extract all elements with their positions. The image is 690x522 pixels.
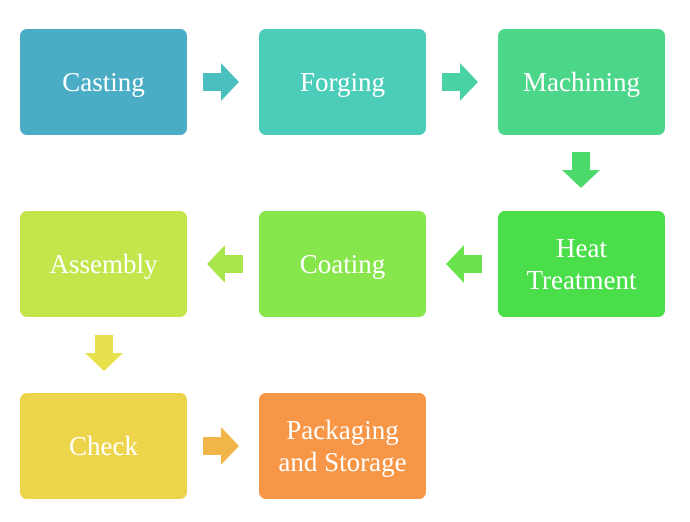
arrow-down-shape <box>562 152 600 188</box>
arrow-left-path <box>207 245 243 283</box>
step-heat-treatment: Heat Treatment <box>498 211 665 317</box>
arrow-left-shape <box>207 245 243 283</box>
step-assembly: Assembly <box>20 211 187 317</box>
arrow-down-shape <box>85 335 123 371</box>
step-label: Forging <box>299 67 386 97</box>
arrow-left-icon <box>205 244 245 284</box>
arrow-right-shape <box>203 63 239 101</box>
arrow-down-path <box>562 152 600 188</box>
arrow-down-icon <box>561 150 601 190</box>
arrow-right-path <box>442 63 478 101</box>
arrow-down-path <box>85 335 123 371</box>
step-label: Coating <box>299 249 386 279</box>
arrow-right-icon <box>201 426 241 466</box>
arrow-left-icon <box>444 244 484 284</box>
step-label: Heat Treatment <box>526 233 637 295</box>
step-check: Check <box>20 393 187 499</box>
step-machining: Machining <box>498 29 665 135</box>
arrow-right-icon <box>440 62 480 102</box>
step-label: Check <box>69 431 138 461</box>
step-label: Assembly <box>49 249 158 279</box>
arrow-left-shape <box>446 245 482 283</box>
step-packaging-and-storage: Packaging and Storage <box>259 393 426 499</box>
step-label: Packaging and Storage <box>278 415 407 477</box>
step-label: Casting <box>62 67 145 97</box>
step-casting: Casting <box>20 29 187 135</box>
arrow-right-path <box>203 63 239 101</box>
step-forging: Forging <box>259 29 426 135</box>
arrow-right-shape <box>442 63 478 101</box>
arrow-right-icon <box>201 62 241 102</box>
arrow-right-shape <box>203 427 239 465</box>
arrow-right-path <box>203 427 239 465</box>
arrow-left-path <box>446 245 482 283</box>
step-coating: Coating <box>259 211 426 317</box>
step-label: Machining <box>523 67 640 97</box>
arrow-down-icon <box>84 333 124 373</box>
